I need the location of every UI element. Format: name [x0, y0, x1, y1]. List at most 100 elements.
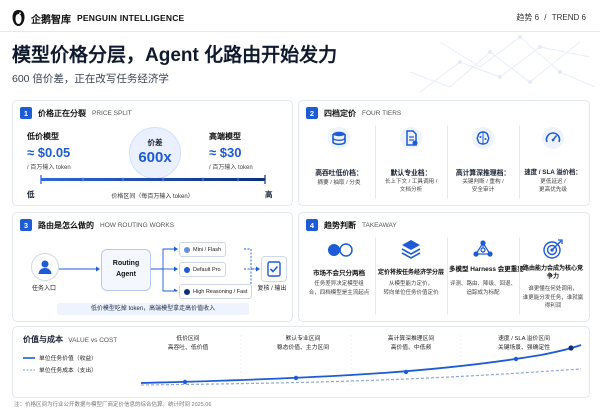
- tier-desc-line: 更高优先级: [539, 187, 567, 194]
- tier-desc-line: 安全审计: [471, 187, 495, 194]
- review-output-label: 复核 / 输出: [257, 286, 287, 292]
- tier-desc-line: 长上下文 / 工具调用 /: [384, 179, 438, 185]
- zone-desc: 稳态价值、主力区间: [276, 345, 330, 351]
- legend-value: 单位任务价值（收益）: [23, 353, 97, 362]
- brain-icon: [472, 127, 494, 149]
- takeaway-item: 路由能力会成为核心竞争力 谁更懂在何处调用， 谁更能分发任务，谁就赢得利润: [521, 235, 585, 319]
- legend-cost-swatch: [23, 368, 35, 371]
- page-subtitle: 600 倍价差，正在改写任务经济学: [12, 73, 169, 85]
- layers-icon: [401, 240, 421, 259]
- takeaway-desc-line: 转向单位任务价值定价: [383, 289, 439, 296]
- review-check-icon: [261, 256, 287, 282]
- section-title-en: FOUR TIERS: [362, 109, 402, 117]
- tier-title: 高吞吐低价档：: [315, 170, 363, 177]
- footnote: 注：价格区间为行业公开数据与模型厂商定价信息的综合估算。统计时间 2025.06: [14, 402, 212, 408]
- header-divider: [0, 31, 600, 32]
- takeaway-title: 市场不会只分两档: [313, 270, 365, 277]
- trend-separator: /: [544, 13, 547, 22]
- page-title: 模型价格分层，Agent 化路由开始发力: [12, 45, 338, 66]
- takeaway-desc-line: 谁更懂在何处调用，: [528, 286, 578, 292]
- takeaway-panel: 4 趋势判断 TAKEAWAY 市场不会只分两档 任务差异决定模型组 合，四档模…: [298, 212, 590, 322]
- price-gap-value: 600x: [138, 149, 172, 166]
- title-en-part: COST: [99, 337, 118, 344]
- tier-desc: 长上下文 / 工具调用 / 文档分析: [377, 178, 445, 195]
- takeaway-title: 多模型 Harness 会更重要: [449, 266, 524, 273]
- section-number: 4: [306, 219, 318, 231]
- trend-indicator: 趋势 6 / TREND 6: [516, 12, 586, 23]
- tier-desc: 更低延迟 / 更高优先级: [521, 178, 585, 195]
- agent-label-line: Routing: [112, 260, 140, 267]
- brand: 企鹅智库 PENGUIN INTELLIGENCE: [12, 8, 184, 28]
- task-entry-label: 任务入口: [31, 286, 56, 292]
- takeaway-desc-line: 评测、路由、降级、回退、: [449, 281, 516, 287]
- route-high-reasoning: High Reasoning / Fast: [179, 284, 253, 299]
- routing-flow-lines: [59, 246, 260, 292]
- route-dot-icon: [184, 266, 190, 273]
- low-price-block: 低价模型 ≈ $0.05 / 百万输入 token: [27, 131, 107, 171]
- routing-caption: 低价模型吃掉 token，高端模型拿走高价值收入: [57, 303, 249, 315]
- price-gap-circle: 价差 600x: [129, 127, 181, 179]
- zone-name: 默认专业区间: [285, 336, 321, 342]
- low-price-label: 低价模型: [27, 132, 59, 141]
- route-label: High Reasoning / Fast: [193, 288, 248, 295]
- takeaway-header: 4 趋势判断 TAKEAWAY: [306, 219, 397, 231]
- route-mini-flash: Mini / Flash: [179, 242, 227, 257]
- four-tiers-panel: 2 四档定价 FOUR TIERS 高吞吐低价档： 摘要 / 抽取 / 分类 默…: [298, 100, 590, 206]
- title-en-part: vs: [90, 337, 98, 344]
- zone-desc: 高吞吐、低价值: [167, 345, 209, 351]
- tier-desc-line: 文档分析: [399, 187, 423, 194]
- section-title-en: HOW ROUTING WORKS: [100, 221, 175, 229]
- document-icon: [400, 127, 422, 149]
- value-cost-header: 价值与成本 VALUE vs COST: [23, 334, 117, 345]
- route-label: Default Pro: [193, 266, 221, 273]
- agent-label-line: Agent: [116, 271, 136, 278]
- price-split-header: 1 价格正在分裂 PRICE SPLIT: [20, 107, 132, 119]
- four-tiers-header: 2 四档定价 FOUR TIERS: [306, 107, 401, 119]
- trend-label-en: TREND 6: [551, 13, 586, 22]
- price-gap-label: 价差: [147, 138, 163, 147]
- axis-caption: 价格区间（每百万输入 token）: [111, 194, 194, 200]
- routing-panel: 3 路由是怎么做的 HOW ROUTING WORKS 任务入口 Routing…: [12, 212, 293, 322]
- tier-card-deep: 高计算深推理档： 关键判断 / 重构 / 安全审计: [449, 123, 517, 201]
- zone-label: 速度 / SLA 溢价区间 关键场景、强确定性: [479, 333, 569, 351]
- takeaway-desc: 评测、路由、降级、回退、 追踪成为标配: [449, 280, 517, 297]
- tier-card-sla: 速度 / SLA 溢价档： 更低延迟 / 更高优先级: [521, 123, 585, 201]
- takeaway-item: 多模型 Harness 会更重要 评测、路由、降级、回退、 追踪成为标配: [449, 235, 524, 319]
- takeaway-item: 市场不会只分两档 任务差异决定模型组 合，四档模型是主流起点: [305, 235, 373, 319]
- zone-desc: 高价值、中低频: [390, 345, 432, 351]
- tier-desc-line: 关键判断 / 重构 /: [462, 179, 504, 185]
- takeaway-desc: 从模型能力定价， 转向单位任务价值定价: [377, 280, 445, 297]
- value-cost-curves: [141, 335, 582, 387]
- zone-desc: 关键场景、强确定性: [497, 345, 551, 351]
- tier-title: 默认专业档：: [390, 170, 432, 177]
- speedometer-icon: [542, 127, 564, 149]
- value-cost-panel: 价值与成本 VALUE vs COST 单位任务价值（收益） 单位任务成本（支出…: [12, 326, 590, 398]
- legend-value-swatch: [23, 356, 35, 359]
- takeaway-desc: 谁更懂在何处调用， 谁更能分发任务，谁就赢得利润: [521, 285, 585, 311]
- section-number: 1: [20, 107, 32, 119]
- takeaway-title: 路由能力会成为核心竞争力: [522, 266, 583, 281]
- price-scale-bar: [40, 175, 266, 184]
- section-title: 四档定价: [324, 108, 356, 118]
- tier-desc: 关键判断 / 重构 / 安全审计: [449, 178, 517, 195]
- takeaway-desc-line: 任务差异决定模型组: [314, 281, 364, 287]
- axis-high-label: 高: [265, 190, 273, 199]
- section-title: 趋势判断: [324, 220, 356, 230]
- legend-value-label: 单位任务价值（收益）: [39, 356, 97, 362]
- legend-cost: 单位任务成本（支出）: [23, 365, 97, 374]
- brand-name-en: PENGUIN INTELLIGENCE: [77, 13, 185, 23]
- legend-cost-label: 单位任务成本（支出）: [39, 368, 97, 374]
- tier-desc: 摘要 / 抽取 / 分类: [317, 180, 361, 186]
- takeaway-desc-fragment: 分发任务，谁就赢得利润: [539, 294, 584, 310]
- routing-agent-node: Routing Agent: [101, 249, 151, 291]
- axis-low-label: 低: [27, 190, 35, 199]
- high-price-value: ≈ $30: [209, 145, 242, 160]
- section-title: 价格正在分裂: [38, 108, 86, 118]
- zone-name: 低价区间: [176, 336, 200, 342]
- trend-label: 趋势 6: [516, 13, 540, 22]
- low-price-value: ≈ $0.05: [27, 145, 71, 160]
- takeaway-desc-line: 谁更能分发任务，谁就赢得利润: [521, 294, 585, 311]
- section-number: 3: [20, 219, 32, 231]
- routing-header: 3 路由是怎么做的 HOW ROUTING WORKS: [20, 219, 174, 231]
- takeaway-item: 定价将按任务经济学分层 从模型能力定价， 转向单位任务价值定价: [377, 235, 445, 319]
